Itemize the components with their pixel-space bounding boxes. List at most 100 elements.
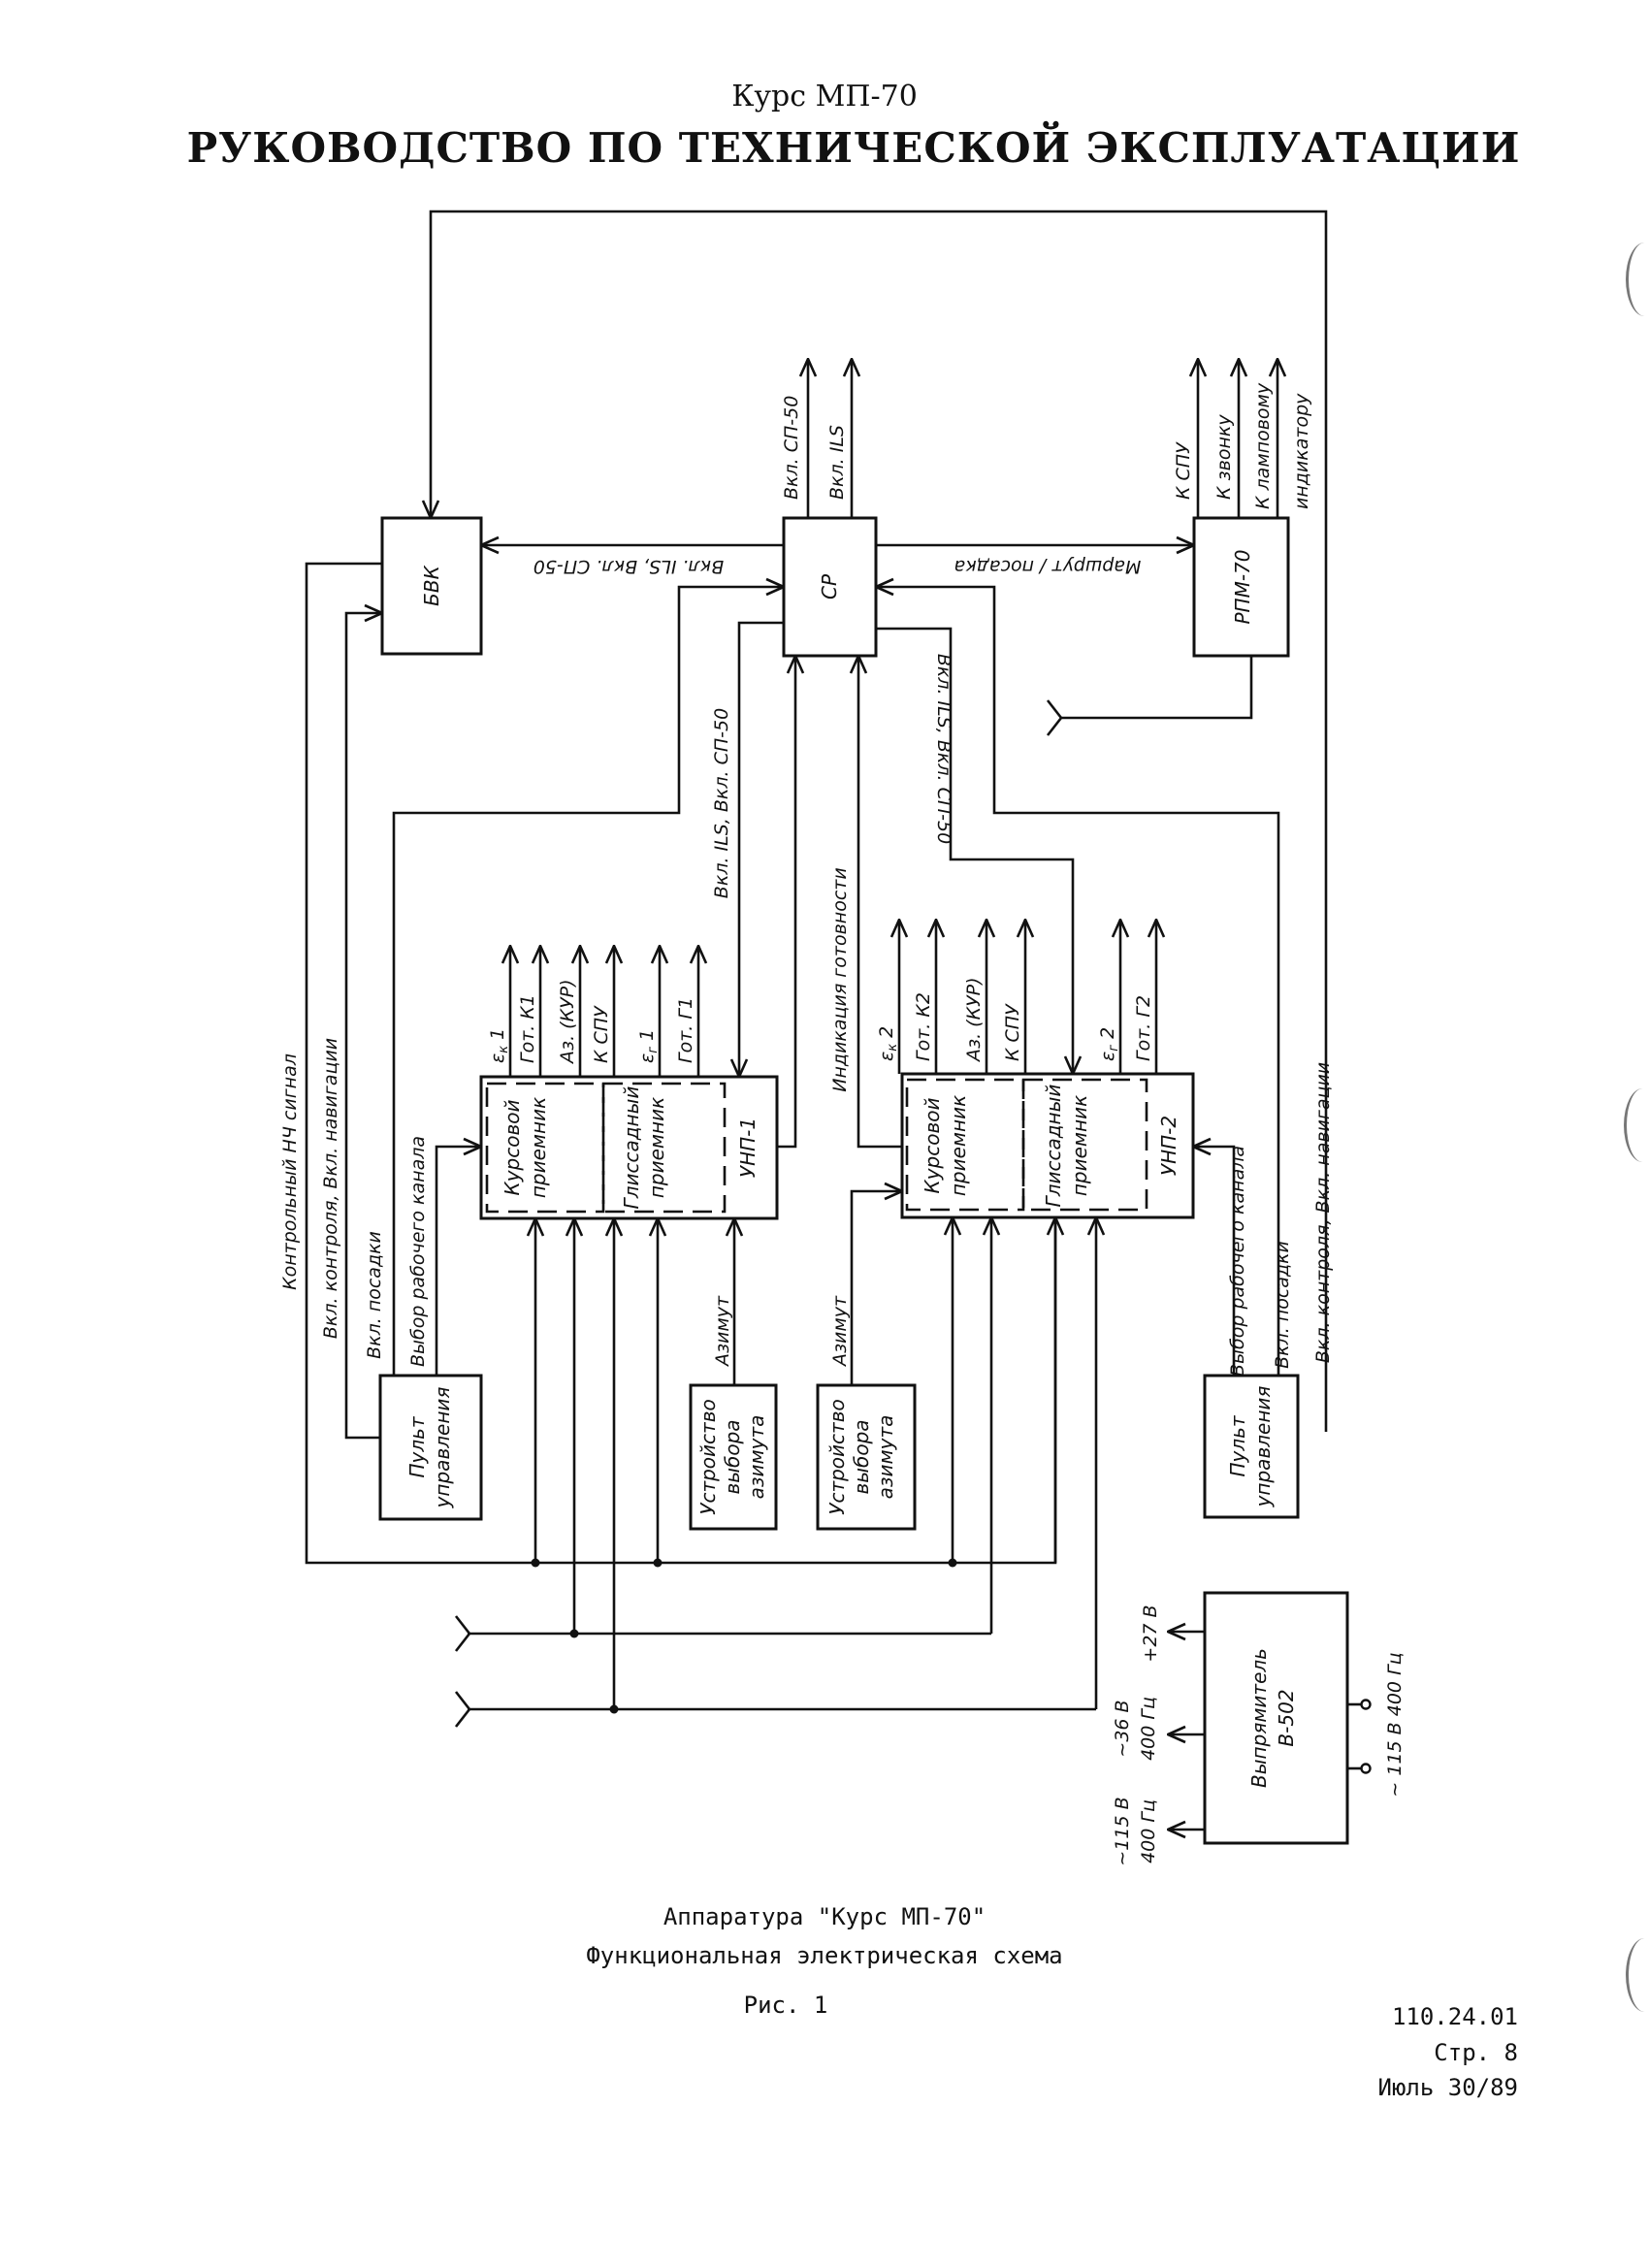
azimuth-right-signal-label: Азимут — [829, 1295, 851, 1368]
wire-right-channel — [1193, 1147, 1236, 1376]
unp2-az-label: Аз. (КУР) — [963, 977, 985, 1063]
rpm-bell-label: К звонку — [1213, 414, 1235, 500]
rpm-label: РПМ-70 — [1231, 549, 1254, 624]
binder-hole-mark — [1624, 1088, 1649, 1162]
terminal-circle — [1360, 1763, 1372, 1774]
connector-36v-plug — [454, 1691, 471, 1728]
wire-left-ctrl-nav — [344, 613, 382, 1440]
unp2-eg-label: εг 2 — [1097, 1027, 1121, 1061]
panel-left-block — [378, 1374, 483, 1521]
azimuth-left-line1: Устройство — [696, 1399, 720, 1514]
right-ctrl-nav-label: Вкл. контроля, Вкл. навигации — [1312, 1062, 1334, 1363]
junction-dot — [531, 1558, 540, 1568]
v115-out-label-line1: ~115 В — [1112, 1797, 1133, 1865]
unp1-glide-rx-line2: приемник — [645, 1097, 668, 1198]
v27-label: +27 В — [1140, 1604, 1161, 1662]
unp2-course-rx-line2: приемник — [947, 1095, 970, 1196]
rpm-lamp-label-line2: индикатору — [1291, 393, 1312, 509]
manual-title: РУКОВОДСТВО ПО ТЕХНИЧЕСКОЙ ЭКСПЛУАТАЦИИ — [186, 124, 1521, 172]
azimuth-right-line1: Устройство — [825, 1399, 849, 1514]
unp1-course-rx-line1: Курсовой — [501, 1100, 524, 1196]
wire-sr-unp2 — [876, 627, 1073, 1074]
left-landing-label: Вкл. посадки — [364, 1231, 385, 1359]
unp1-gotg-label: Гот. Г1 — [675, 997, 696, 1063]
right-landing-label: Вкл. посадки — [1272, 1241, 1293, 1369]
binder-hole-mark — [1626, 1938, 1649, 2012]
panel-left-line2: управления — [431, 1387, 454, 1509]
unp1-label: УНП-1 — [736, 1118, 760, 1178]
junction-dot — [653, 1558, 663, 1568]
unp2-glide-rx-line2: приемник — [1068, 1095, 1091, 1196]
unp1-glide-rx-line1: Глиссадный — [620, 1086, 643, 1210]
unp1-az-label: Аз. (КУР) — [557, 979, 578, 1065]
unp2-glide-receiver-frame — [1021, 1078, 1148, 1212]
wire-top-loop — [431, 210, 1328, 1432]
azimuth-left-signal-label: Азимут — [712, 1295, 733, 1368]
binder-hole-mark — [1626, 243, 1649, 316]
wire-azimuth-right — [850, 1191, 902, 1385]
wire-right-landing — [876, 587, 1280, 1376]
unp1-gotk-label: Гот. К1 — [517, 994, 538, 1063]
rpm-block — [1192, 516, 1290, 658]
azimuth-right-block — [816, 1383, 917, 1531]
sr-label: СР — [818, 573, 841, 599]
unp1-spu-label: К СПУ — [591, 1005, 612, 1063]
rectifier-line2: В-502 — [1275, 1689, 1298, 1746]
receiver-dashed-boxes — [485, 1078, 1148, 1214]
ctrl-lf-label: Контрольный НЧ сигнал — [279, 1053, 301, 1290]
left-ils-sp50-label: Вкл. ILS, Вкл. СП-50 — [711, 708, 732, 898]
doc-code: 110.24.01 — [1391, 2003, 1518, 2030]
left-ctrl-nav-label: Вкл. контроля, Вкл. навигации — [320, 1038, 341, 1339]
wire-left-landing — [392, 587, 784, 1376]
unp1-glide-receiver-frame — [601, 1082, 727, 1214]
doc-page: Стр. 8 — [1434, 2039, 1518, 2066]
junction-dot — [948, 1558, 957, 1568]
unp2-glide-rx-line1: Глиссадный — [1042, 1085, 1065, 1208]
caption-line2: Функциональная электрическая схема — [586, 1942, 1063, 1969]
azimuth-right-line2: выбора — [850, 1419, 873, 1494]
bvk-label: БВК — [420, 565, 443, 605]
figure-number: Рис. 1 — [743, 1992, 828, 2019]
v115-in-label: ~ 115 В 400 Гц — [1384, 1652, 1406, 1797]
azimuth-right-line3: азимута — [874, 1415, 897, 1500]
panel-right-line1: Пульт — [1226, 1414, 1249, 1476]
unp1-course-rx-line2: приемник — [527, 1097, 550, 1198]
unp2-label: УНП-2 — [1157, 1116, 1180, 1176]
unp2-gotk-label: Гот. К2 — [913, 992, 934, 1061]
v36-label-line2: 400 Гц — [1138, 1697, 1159, 1761]
unp1-eg-label: εг 1 — [636, 1029, 661, 1063]
wire-sr-unp1 — [739, 621, 784, 1077]
rpm-lamp-label-line1: К ламповому — [1252, 382, 1274, 509]
v115-out-label-line2: 400 Гц — [1138, 1799, 1159, 1863]
terminal-circles — [1360, 1699, 1372, 1774]
azimuth-left-line2: выбора — [721, 1419, 744, 1494]
rpm-spu-label: К СПУ — [1173, 441, 1194, 500]
connector-27v-plug — [454, 1615, 471, 1652]
ready-indication-label: Индикация готовности — [829, 867, 851, 1091]
wire-rpm-connector — [1060, 656, 1253, 720]
sr-out-sp50-label: Вкл. СП-50 — [781, 396, 802, 500]
doc-date: Июль 30/89 — [1377, 2074, 1519, 2101]
azimuth-left-line3: азимута — [745, 1415, 768, 1500]
junction-dots — [531, 1558, 957, 1714]
panel-left-line1: Пульт — [405, 1415, 429, 1477]
panel-right-block — [1203, 1374, 1300, 1519]
wire-ready-right — [858, 656, 902, 1149]
wire-left-channel — [435, 1147, 481, 1376]
junction-dot — [609, 1704, 619, 1714]
wires — [305, 210, 1362, 1830]
terminal-circle — [1360, 1699, 1372, 1710]
right-channel-label: Выбор рабочего канала — [1227, 1146, 1248, 1377]
connector-rpm-plug — [1046, 699, 1063, 736]
sr-to-bvk-label: Вкл. ILS, Вкл. СП-50 — [534, 556, 724, 577]
unp1-ek-label: εк 1 — [487, 1028, 511, 1063]
unp2-spu-label: К СПУ — [1002, 1003, 1023, 1061]
rectifier-line1: Выпрямитель — [1247, 1648, 1271, 1788]
unp2-ek-label: εк 2 — [876, 1026, 900, 1061]
panel-right-line2: управления — [1251, 1386, 1275, 1508]
unp2-course-rx-line1: Курсовой — [921, 1098, 944, 1194]
left-channel-label: Выбор рабочего канала — [407, 1136, 429, 1367]
right-ils-sp50-label: Вкл. ILS, Вкл. СП-50 — [933, 654, 954, 844]
junction-dot — [569, 1629, 579, 1638]
